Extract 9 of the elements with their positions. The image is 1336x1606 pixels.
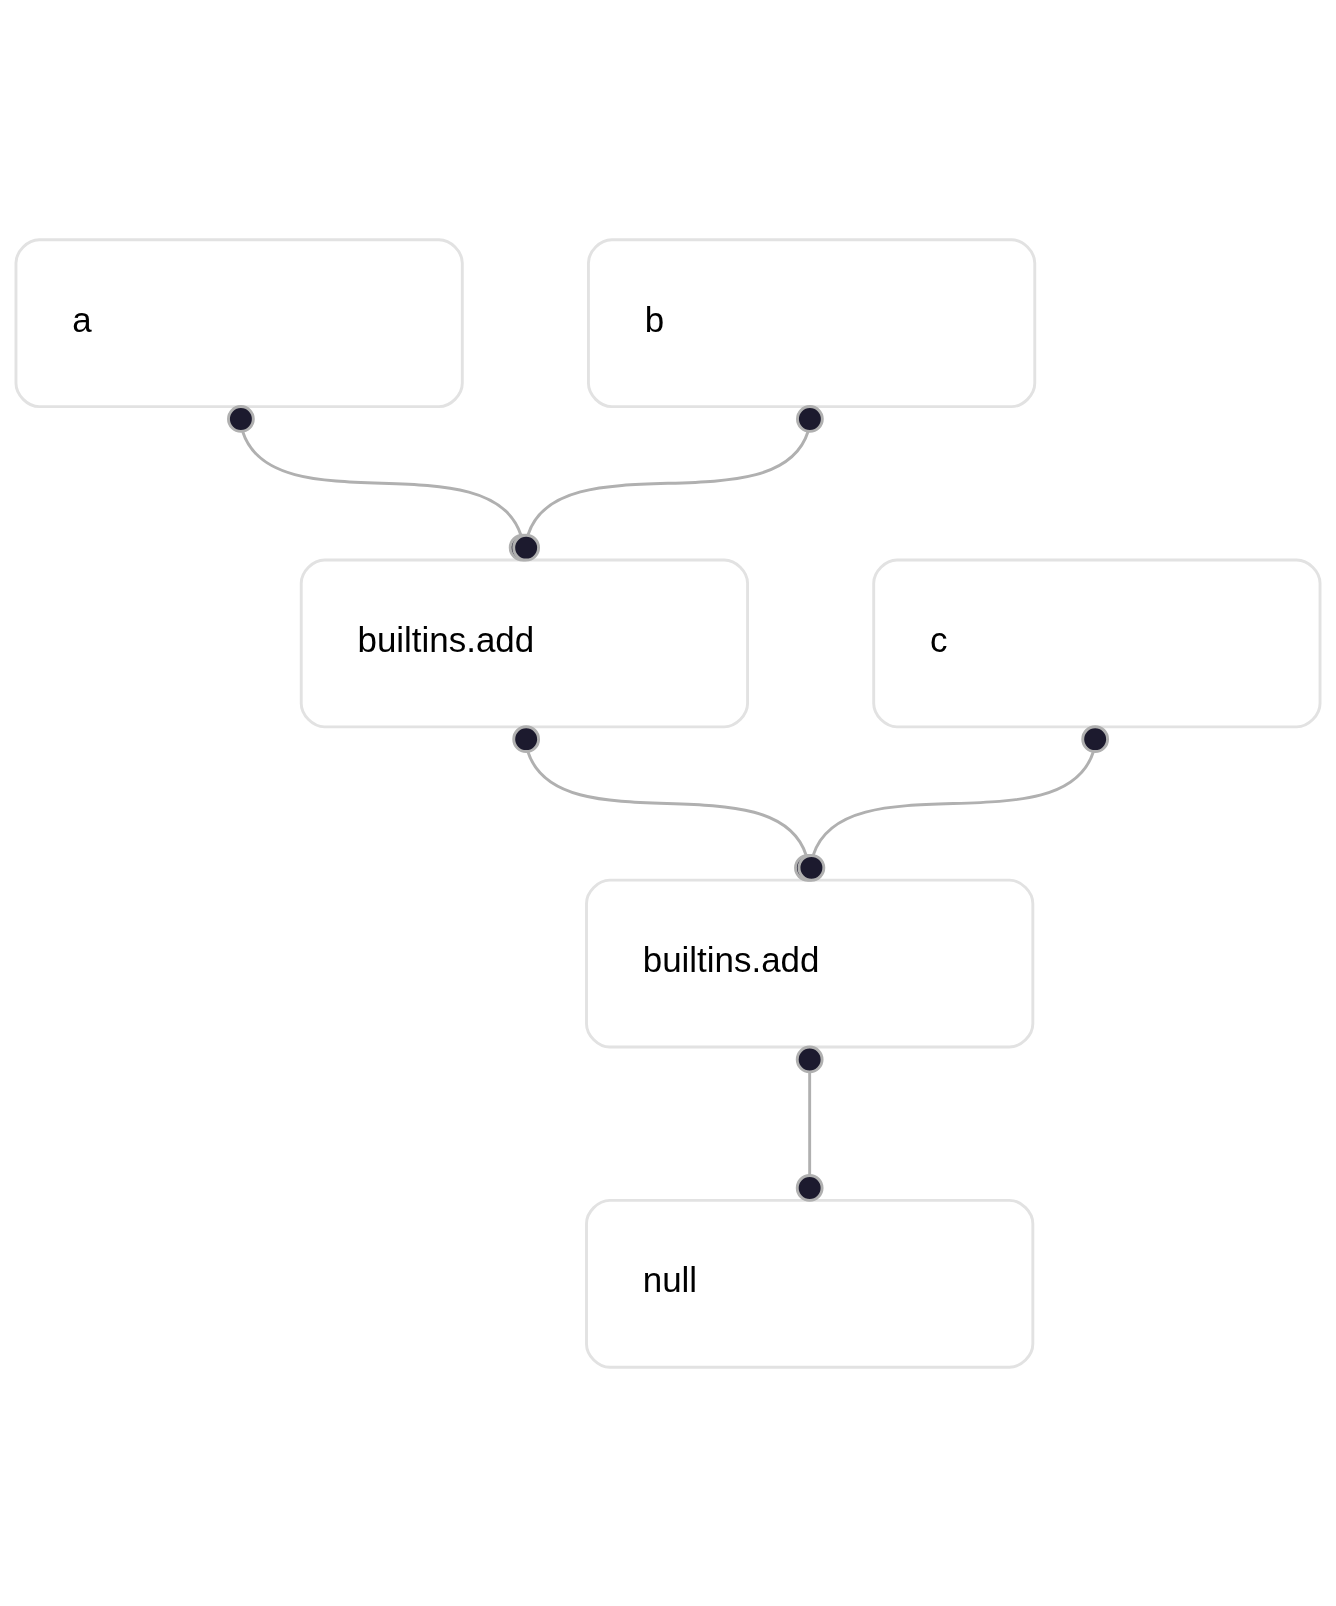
node-box: builtins.add <box>585 878 1035 1048</box>
node-box: b <box>587 237 1037 408</box>
connector <box>797 724 1110 882</box>
node-box: a <box>14 237 464 408</box>
node-box: builtins.add <box>299 558 749 728</box>
node-box: c <box>872 558 1322 728</box>
node-box: null <box>585 1198 1035 1369</box>
connector <box>795 1045 824 1202</box>
connector <box>512 404 824 562</box>
